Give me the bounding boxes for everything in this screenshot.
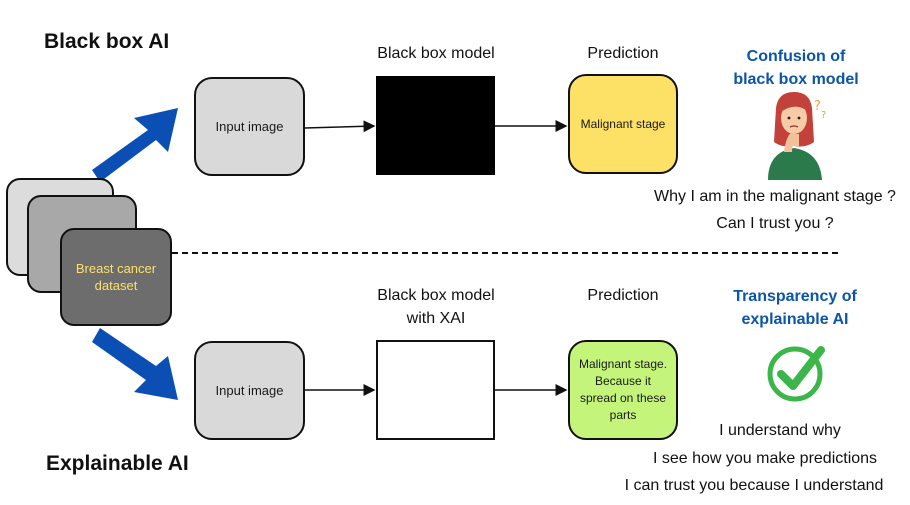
- input-image-box-top: Input image: [194, 77, 305, 176]
- confusion-heading-line2: black box model: [733, 71, 859, 88]
- quote-bottom-3: I can trust you because I understand: [624, 477, 884, 494]
- prediction-label-top: Malignant stage: [580, 117, 666, 131]
- svg-text:?: ?: [814, 99, 821, 114]
- dataset-label-line2: dataset: [94, 278, 138, 293]
- green-check-icon: [767, 346, 825, 402]
- prediction-box-bottom: Malignant stage. Because it spread on th…: [568, 340, 678, 440]
- confused-woman-icon: ? ?: [768, 92, 826, 180]
- black-box-section-title: Black box AI: [44, 30, 170, 53]
- transparency-heading-line1: Transparency of: [733, 288, 857, 305]
- input-image-box-bottom: Input image: [194, 341, 305, 440]
- confusion-heading-line1: Confusion of: [746, 48, 846, 65]
- input-image-label-bottom: Input image: [215, 383, 284, 398]
- explainable-section-title: Explainable AI: [46, 452, 189, 475]
- black-box-model-square: [376, 76, 495, 175]
- svg-text:?: ?: [821, 110, 826, 121]
- prediction-line-3: spread on these: [579, 391, 667, 405]
- prediction-heading-top: Prediction: [587, 45, 659, 62]
- black-box-model-heading: Black box model: [377, 45, 495, 62]
- blue-arrow-up: [92, 108, 178, 182]
- prediction-line-2: Because it: [594, 374, 652, 388]
- xai-model-heading-line1: Black box model: [377, 287, 495, 304]
- prediction-line-4: parts: [609, 408, 637, 422]
- prediction-box-top: Malignant stage: [568, 74, 678, 174]
- input-image-label-top: Input image: [215, 119, 284, 134]
- quote-bottom-2: I see how you make predictions: [652, 450, 878, 467]
- xai-model-heading: Black box model with XAI: [356, 284, 516, 330]
- quote-bottom-1: I understand why: [719, 422, 841, 439]
- transparency-heading-line2: explainable AI: [741, 311, 849, 328]
- dataset-card-front: Breast cancer dataset: [60, 228, 172, 326]
- confusion-heading: Confusion of black box model: [720, 45, 872, 91]
- arrow-input-to-model-top: [304, 120, 376, 133]
- xai-model-heading-line2: with XAI: [406, 310, 466, 327]
- dataset-label-line1: Breast cancer: [75, 261, 157, 276]
- prediction-heading-bottom: Prediction: [587, 287, 659, 304]
- quote-top-1: Why I am in the malignant stage ?: [654, 188, 896, 205]
- prediction-line-1: Malignant stage.: [578, 357, 668, 371]
- quote-top-2: Can I trust you ?: [716, 215, 834, 232]
- xai-model-square: [376, 340, 495, 440]
- blue-arrow-down: [92, 328, 178, 400]
- transparency-heading: Transparency of explainable AI: [715, 285, 875, 331]
